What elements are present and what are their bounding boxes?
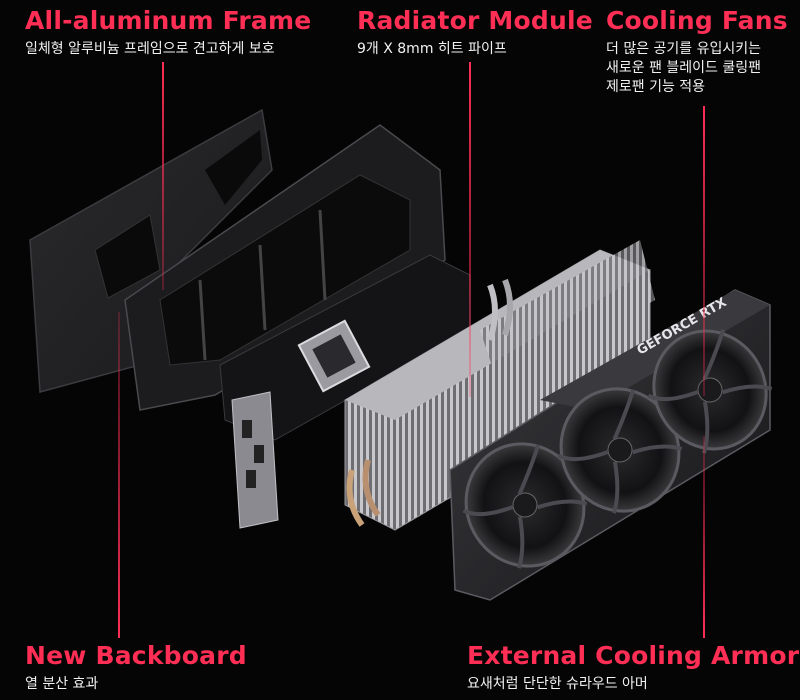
- fans-desc: 더 많은 공기를 유입시키는 새로운 팬 블레이드 쿨링팬 제로팬 기능 적용: [606, 40, 788, 97]
- frame-callout: All-aluminum Frame 일체형 알루비늄 프레임으로 견고하게 보…: [25, 6, 311, 59]
- armor-callout: External Cooling Armor 요새처럼 단단한 슈라우드 아머: [467, 641, 799, 694]
- armor-desc-line: 요새처럼 단단한 슈라우드 아머: [467, 676, 648, 692]
- radiator-heatsink: [344, 240, 655, 531]
- fan-2: [557, 387, 683, 514]
- backboard-title: New Backboard: [25, 641, 247, 670]
- backboard-desc-line: 열 분산 효과: [25, 676, 99, 692]
- fans-desc-line-1: 더 많은 공기를 유입시키는: [606, 41, 762, 57]
- frame-desc: 일체형 알루비늄 프레임으로 견고하게 보호: [25, 40, 311, 59]
- fans-pointer-line: [703, 106, 705, 396]
- fans-desc-line-3: 제로팬 기능 적용: [606, 79, 706, 95]
- fans-desc-line-2: 새로운 팬 블레이드 쿨링팬: [606, 60, 762, 76]
- backboard-callout: New Backboard 열 분산 효과: [25, 641, 247, 694]
- fans-callout: Cooling Fans 더 많은 공기를 유입시키는 새로운 팬 블레이드 쿨…: [606, 6, 788, 97]
- frame-desc-line: 일체형 알루비늄 프레임으로 견고하게 보호: [25, 41, 275, 57]
- frame-pointer-line: [162, 62, 164, 290]
- backboard-desc: 열 분산 효과: [25, 675, 247, 694]
- frame-title: All-aluminum Frame: [25, 6, 312, 35]
- armor-pointer-line: [703, 436, 705, 638]
- armor-title: External Cooling Armor: [467, 641, 800, 670]
- radiator-callout: Radiator Module 9개 X 8mm 히트 파이프: [357, 6, 593, 59]
- cooling-fans: [462, 329, 773, 569]
- aluminum-frame: [124, 124, 446, 411]
- backboard-plate: [29, 108, 273, 393]
- radiator-title: Radiator Module: [357, 6, 593, 35]
- radiator-pointer-line: [469, 62, 471, 397]
- radiator-desc-line: 9개 X 8mm 히트 파이프: [357, 41, 507, 57]
- fan-3: [647, 329, 773, 454]
- backboard-pointer-line: [118, 312, 120, 638]
- armor-desc: 요새처럼 단단한 슈라우드 아머: [467, 675, 799, 694]
- fans-title: Cooling Fans: [606, 6, 788, 35]
- radiator-desc: 9개 X 8mm 히트 파이프: [357, 40, 593, 59]
